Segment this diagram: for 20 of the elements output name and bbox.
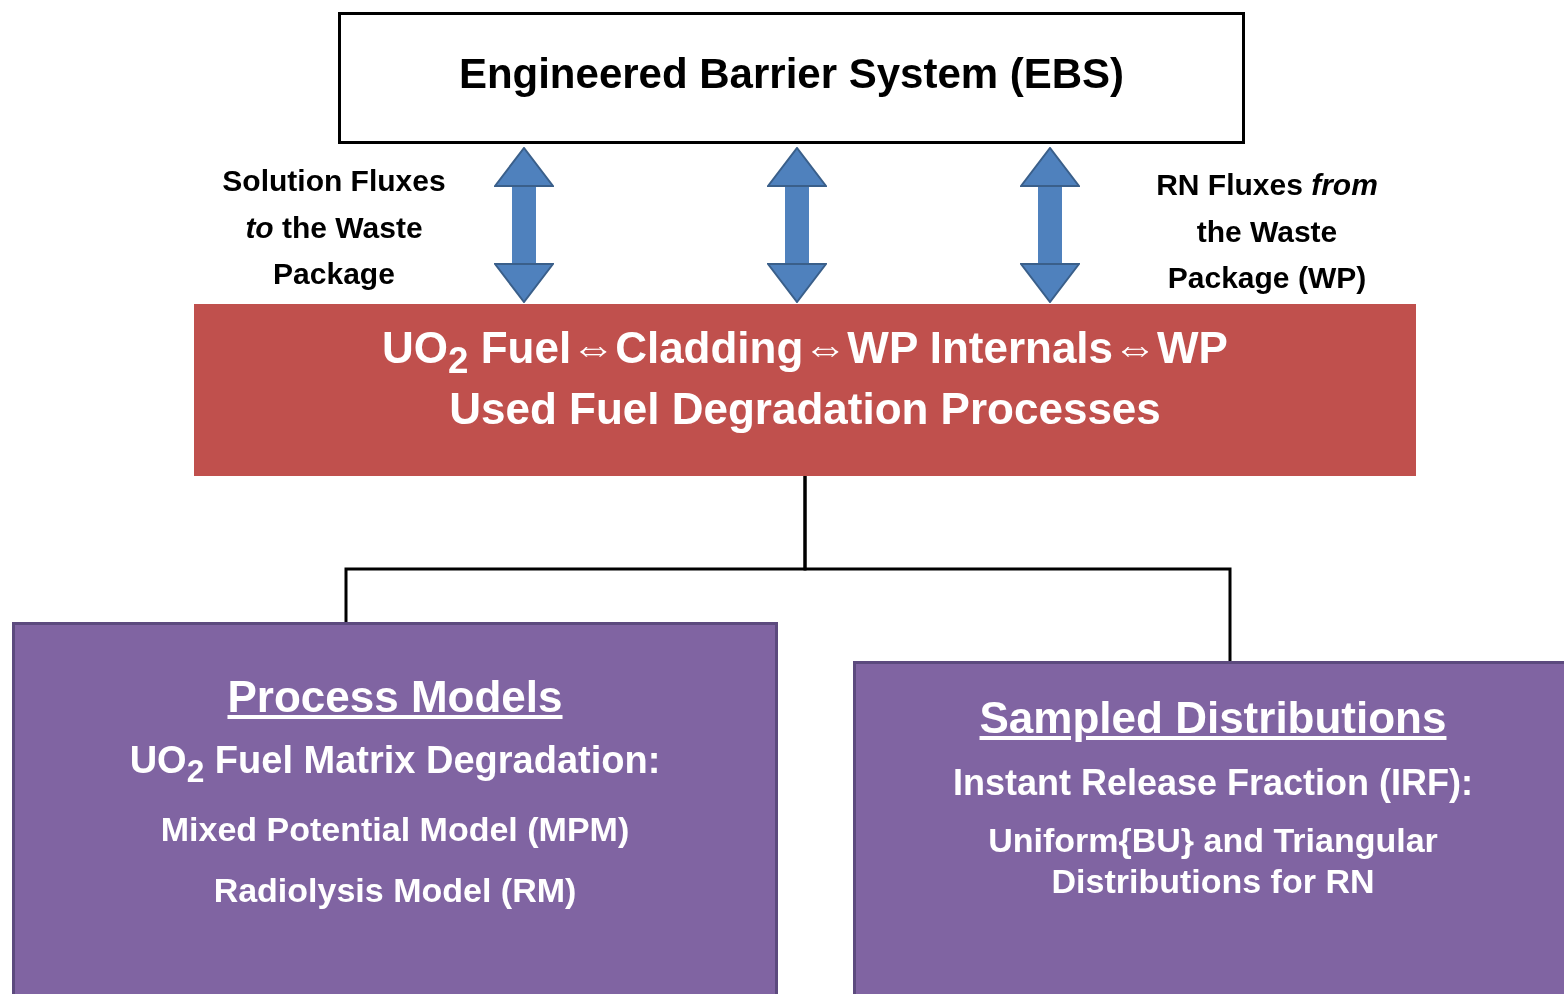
category-panel: [12, 622, 778, 994]
distribution-heading: Instant Release Fraction (IRF):: [951, 760, 1475, 804]
system-box: [338, 12, 1245, 144]
box-subtitle: Used Fuel Degradation Processes: [448, 382, 1162, 435]
box-title: UO$_{2}$ Fuel⇔Cladding⇔WP Internals⇔WP: [381, 322, 1229, 383]
flux-label: RN Fluxes from the Waste Package (WP): [1155, 167, 1379, 296]
box-title: Engineered Barrier System (EBS): [457, 49, 1126, 99]
flux-label: Solution Fluxes to the Waste Package: [221, 163, 447, 292]
model-item: Radiolysis Model (RM): [212, 870, 578, 911]
section-heading: Sampled Distributions: [978, 692, 1448, 744]
double-arrow: [767, 147, 827, 303]
distribution-item: Uniform{BU} and Triangular Distributions for RN: [987, 820, 1439, 902]
double-arrow: [494, 147, 554, 303]
model-item: Mixed Potential Model (MPM): [159, 809, 631, 851]
section-heading: Process Models: [226, 671, 564, 723]
category-panel: [853, 661, 1564, 994]
connector-line: [803, 476, 1232, 661]
double-arrow: [1020, 147, 1080, 303]
process-banner: [194, 304, 1416, 476]
model-heading: UO$_{2}$ Fuel Matrix Degradation:: [128, 737, 662, 790]
